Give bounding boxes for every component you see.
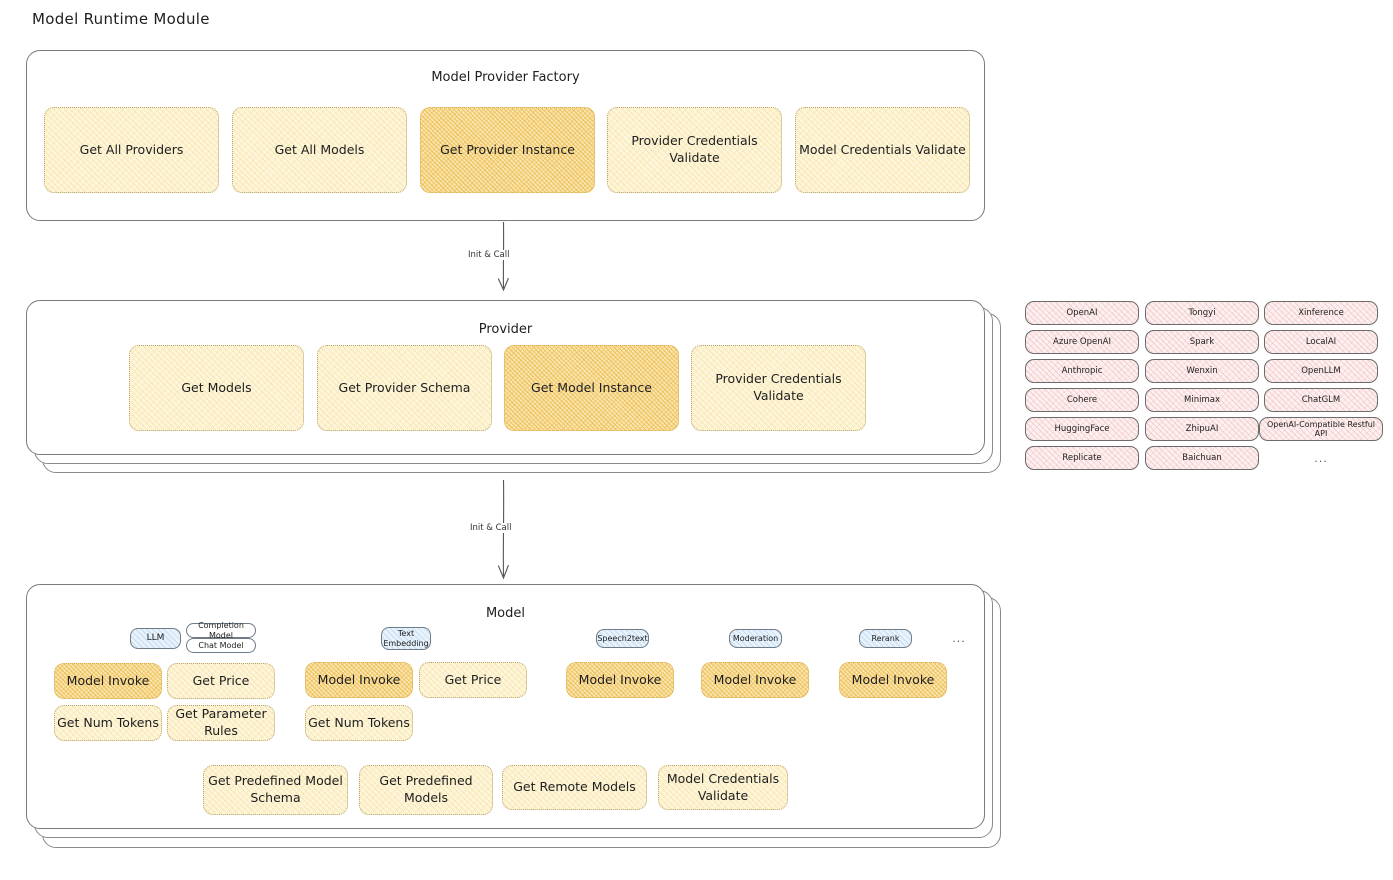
factory-node-get-provider-instance[interactable]: Get Provider Instance <box>420 107 595 193</box>
model-node-speech2text-model-invoke[interactable]: Model Invoke <box>566 662 674 698</box>
model-node-moderation-model-invoke[interactable]: Model Invoke <box>701 662 809 698</box>
arrow-label-init-and-call-1: Init & Call <box>465 250 513 260</box>
factory-node-get-all-providers[interactable]: Get All Providers <box>44 107 219 193</box>
provider-pill-azure-openai[interactable]: Azure OpenAI <box>1025 330 1139 354</box>
provider-pill-huggingface[interactable]: HuggingFace <box>1025 417 1139 441</box>
model-node-text-embedding-get-price[interactable]: Get Price <box>419 662 527 698</box>
page-title: Model Runtime Module <box>32 10 210 28</box>
arrow-down-icon <box>497 221 509 292</box>
arrow-label-init-and-call-2: Init & Call <box>467 523 515 533</box>
provider-node-provider-credentials-validate[interactable]: Provider Credentials Validate <box>691 345 866 431</box>
model-node-text-embedding-get-num-tokens[interactable]: Get Num Tokens <box>305 705 413 741</box>
model-node-text-embedding-model-invoke[interactable]: Model Invoke <box>305 662 413 698</box>
provider-pill-localai[interactable]: LocalAI <box>1264 330 1378 354</box>
model-badge-llm[interactable]: LLM <box>130 628 181 649</box>
provider-pill-openai[interactable]: OpenAI <box>1025 301 1139 325</box>
provider-node-get-model-instance[interactable]: Get Model Instance <box>504 345 679 431</box>
model-node-llm-model-invoke[interactable]: Model Invoke <box>54 663 162 699</box>
model-node-model-credentials-validate[interactable]: Model Credentials Validate <box>658 765 788 810</box>
arrow-factory-to-provider: Init & Call <box>465 221 540 298</box>
provider-node-get-provider-schema[interactable]: Get Provider Schema <box>317 345 492 431</box>
provider-title: Provider <box>478 322 533 337</box>
model-node-llm-get-num-tokens[interactable]: Get Num Tokens <box>54 705 162 741</box>
provider-node-get-models[interactable]: Get Models <box>129 345 304 431</box>
provider-pill-openai-compatible-restful-api[interactable]: OpenAI-Compatible Restful API <box>1259 417 1383 441</box>
factory-node-get-all-models[interactable]: Get All Models <box>232 107 407 193</box>
model-node-get-predefined-model-schema[interactable]: Get Predefined Model Schema <box>203 765 348 815</box>
provider-pill-chatglm[interactable]: ChatGLM <box>1264 388 1378 412</box>
model-badge-rerank[interactable]: Rerank <box>859 629 912 648</box>
model-node-llm-get-parameter-rules[interactable]: Get Parameter Rules <box>167 705 275 741</box>
provider-pill-replicate[interactable]: Replicate <box>1025 446 1139 470</box>
model-node-get-predefined-models[interactable]: Get Predefined Models <box>359 765 493 815</box>
model-subbadge-chat-model[interactable]: Chat Model <box>186 638 256 653</box>
provider-list-more-ellipsis: ... <box>1314 451 1328 465</box>
model-badge-speech2text[interactable]: Speech2text <box>596 629 649 648</box>
provider-pill-spark[interactable]: Spark <box>1145 330 1259 354</box>
arrow-provider-to-model: Init & Call <box>467 479 540 585</box>
factory-title: Model Provider Factory <box>431 70 580 85</box>
provider-pill-openllm[interactable]: OpenLLM <box>1264 359 1378 383</box>
provider-pill-xinference[interactable]: Xinference <box>1264 301 1378 325</box>
model-groups-more-ellipsis: ... <box>952 632 966 645</box>
model-node-rerank-model-invoke[interactable]: Model Invoke <box>839 662 947 698</box>
provider-pill-tongyi[interactable]: Tongyi <box>1145 301 1259 325</box>
factory-node-model-credentials-validate[interactable]: Model Credentials Validate <box>795 107 970 193</box>
provider-pill-anthropic[interactable]: Anthropic <box>1025 359 1139 383</box>
model-node-llm-get-price[interactable]: Get Price <box>167 663 275 699</box>
provider-pill-baichuan[interactable]: Baichuan <box>1145 446 1259 470</box>
model-badge-text-embedding[interactable]: Text Embedding <box>381 627 431 650</box>
model-badge-moderation[interactable]: Moderation <box>729 629 782 648</box>
factory-node-provider-credentials-validate[interactable]: Provider Credentials Validate <box>607 107 782 193</box>
provider-pill-cohere[interactable]: Cohere <box>1025 388 1139 412</box>
provider-pill-zhipuai[interactable]: ZhipuAI <box>1145 417 1259 441</box>
model-subbadge-completion-model[interactable]: Completion Model <box>186 621 256 640</box>
model-node-get-remote-models[interactable]: Get Remote Models <box>502 765 647 810</box>
provider-pill-wenxin[interactable]: Wenxin <box>1145 359 1259 383</box>
provider-pill-minimax[interactable]: Minimax <box>1145 388 1259 412</box>
model-title: Model <box>485 606 526 621</box>
